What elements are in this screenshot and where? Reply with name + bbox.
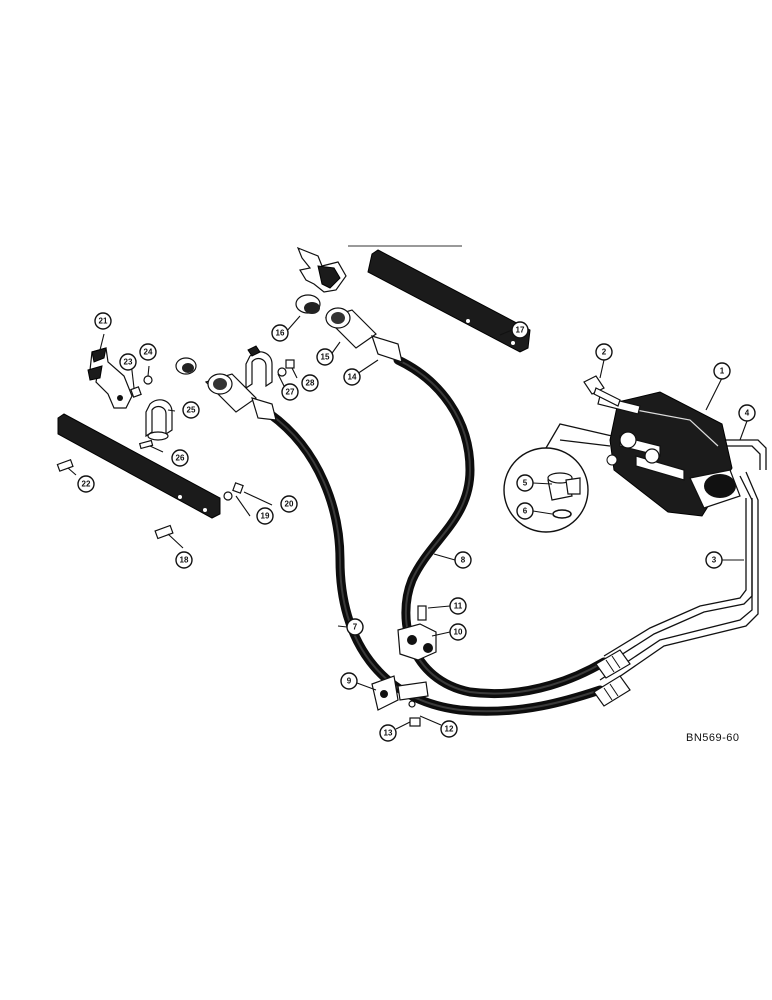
- svg-text:19: 19: [261, 512, 270, 521]
- callout-10: 10: [449, 623, 467, 641]
- small-hardware: [56, 359, 427, 727]
- svg-text:2: 2: [602, 348, 607, 357]
- svg-text:12: 12: [445, 725, 454, 734]
- dust-plug-left: [175, 357, 197, 375]
- svg-text:10: 10: [454, 628, 463, 637]
- callout-1: 1: [713, 362, 731, 380]
- callout-5: 5: [516, 474, 534, 492]
- leader-lines: [67, 315, 748, 730]
- callout-13: 13: [379, 724, 397, 742]
- svg-text:16: 16: [276, 329, 285, 338]
- callout-8: 8: [454, 551, 472, 569]
- callout-7: 7: [346, 618, 364, 636]
- svg-text:14: 14: [348, 373, 357, 382]
- callout-16: 16: [271, 324, 289, 342]
- svg-text:6: 6: [523, 507, 528, 516]
- callout-11: 11: [449, 597, 467, 615]
- control-valve-1: [597, 391, 741, 517]
- callout-28: 28: [301, 374, 319, 392]
- clamp-25: [145, 399, 173, 441]
- svg-text:15: 15: [321, 353, 330, 362]
- svg-text:3: 3: [712, 556, 717, 565]
- callout-25: 25: [182, 401, 200, 419]
- mounting-bar-17: [367, 249, 531, 353]
- tube-fitting-lower: [593, 675, 631, 707]
- svg-text:26: 26: [176, 454, 185, 463]
- callout-15: 15: [316, 348, 334, 366]
- svg-text:21: 21: [99, 317, 108, 326]
- svg-text:5: 5: [523, 479, 528, 488]
- callout-14: 14: [343, 368, 361, 386]
- svg-text:4: 4: [745, 409, 750, 418]
- callout-24: 24: [139, 343, 157, 361]
- hose-7: [265, 409, 605, 716]
- mount-block-9: [371, 675, 429, 711]
- callout-20: 20: [280, 495, 298, 513]
- callout-3: 3: [705, 551, 723, 569]
- svg-text:18: 18: [180, 556, 189, 565]
- callout-4: 4: [738, 404, 756, 422]
- hose-clamp-10: [397, 623, 437, 661]
- svg-text:1: 1: [720, 367, 725, 376]
- elbow-fitting-5: [547, 472, 581, 501]
- quick-coupler-left: [204, 373, 277, 421]
- tube-fitting-upper: [595, 649, 631, 679]
- figure-code: BN569-60: [686, 732, 740, 744]
- callout-12: 12: [440, 720, 458, 738]
- hose-8: [393, 355, 609, 699]
- svg-text:28: 28: [306, 379, 315, 388]
- svg-text:11: 11: [454, 602, 463, 611]
- bolt-2: [583, 375, 621, 407]
- steel-tube-3: [599, 439, 767, 687]
- callout-9: 9: [340, 672, 358, 690]
- svg-text:25: 25: [187, 406, 196, 415]
- svg-text:7: 7: [353, 623, 358, 632]
- callout-18: 18: [175, 551, 193, 569]
- bracket-21: [87, 347, 133, 409]
- quick-coupler-14-15: [324, 307, 403, 363]
- callout-2: 2: [595, 343, 613, 361]
- svg-text:8: 8: [461, 556, 466, 565]
- callout-19: 19: [256, 507, 274, 525]
- callout-23: 23: [119, 353, 137, 371]
- svg-text:24: 24: [144, 348, 153, 357]
- callout-26: 26: [171, 449, 189, 467]
- svg-text:17: 17: [516, 326, 525, 335]
- dust-plug-16: [295, 294, 321, 314]
- callout-6: 6: [516, 502, 534, 520]
- svg-text:13: 13: [384, 729, 393, 738]
- svg-text:20: 20: [285, 500, 294, 509]
- svg-text:23: 23: [124, 358, 133, 367]
- mounting-bar-left: [57, 413, 221, 519]
- svg-text:22: 22: [82, 480, 91, 489]
- callout-22: 22: [77, 475, 95, 493]
- callout-17: 17: [511, 321, 529, 339]
- upper-mounting-fork: [296, 246, 347, 293]
- o-ring-6: [552, 509, 572, 519]
- callout-27: 27: [281, 383, 299, 401]
- svg-text:9: 9: [347, 677, 352, 686]
- svg-text:27: 27: [286, 388, 295, 397]
- clamp-27: [245, 345, 273, 390]
- callout-21: 21: [94, 312, 112, 330]
